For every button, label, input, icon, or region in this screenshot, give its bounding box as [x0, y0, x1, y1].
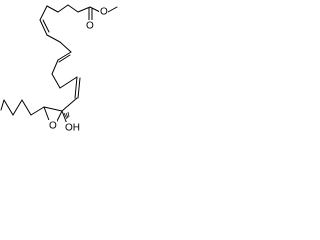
bond-c8-c9: [59, 41, 72, 53]
bond-c3-c4: [57, 4, 69, 13]
hashed-wedge-bond: [63, 111, 70, 120]
bond-c10-c11: [51, 59, 59, 75]
bond-to-hydroxyl: [61, 110, 68, 125]
bond-tail-3: [12, 99, 23, 116]
carbonyl-oxygen-label: O: [86, 21, 94, 32]
bond-tail-5: [0, 99, 5, 111]
bond-tail-2: [21, 99, 32, 116]
bond-c4-c5: [46, 5, 59, 13]
bond-c15-c16: [61, 97, 78, 112]
middle-chain: [51, 51, 81, 99]
bond-tail-1: [30, 106, 45, 116]
bond-c6-c7-double: [42, 19, 50, 33]
bond-c7-c8: [46, 34, 61, 43]
bond-tail-4: [3, 99, 14, 116]
methyl-ester-group: [77, 6, 118, 22]
hydroxyl-label: OH: [65, 123, 80, 134]
molecule-structure: O O O OH: [0, 4, 118, 134]
bond-c11-c12: [51, 73, 61, 89]
ester-oxygen-label: O: [100, 7, 108, 18]
bond-c6-c7: [39, 19, 48, 36]
bond-c13-c14-double: [74, 76, 78, 99]
bond-c2-c3: [67, 4, 79, 13]
epoxide-region: [43, 97, 78, 125]
bond-epoxide-cc: [43, 106, 63, 112]
pentyl-tail: [0, 99, 45, 116]
epoxide-oxygen-label: O: [49, 121, 57, 132]
bond-c9-c10: [57, 51, 72, 61]
bond-c12-c13: [59, 76, 78, 89]
bond-c5-c6: [39, 5, 48, 21]
bond-carbonyl-chain: [77, 6, 91, 13]
bond-c13-c14-double-2: [77, 77, 81, 99]
bond-c9-c10-double: [58, 54, 71, 63]
bond-methyl-o: [107, 6, 118, 13]
upper-chain: [39, 4, 79, 53]
